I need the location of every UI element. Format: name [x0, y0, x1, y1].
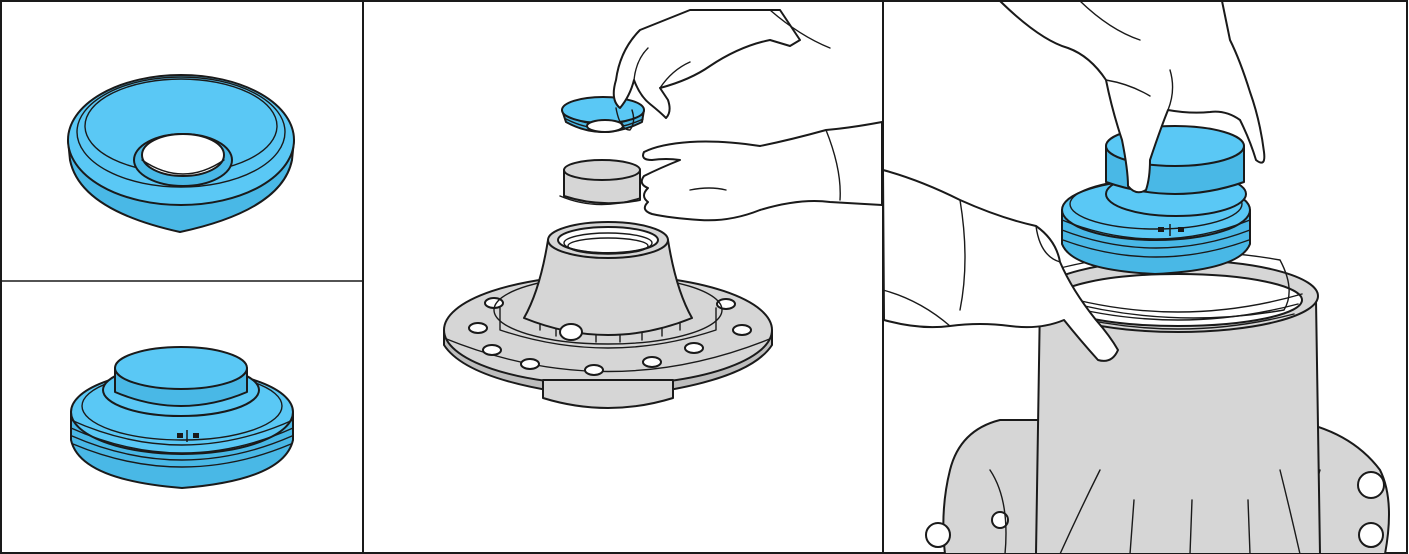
installed-driver-diagram: [883, 1, 1389, 554]
seal-driver-top-view: [68, 75, 294, 232]
seal-driver-assembled-view: [71, 347, 293, 488]
hub-assembly-diagram: [444, 10, 882, 408]
